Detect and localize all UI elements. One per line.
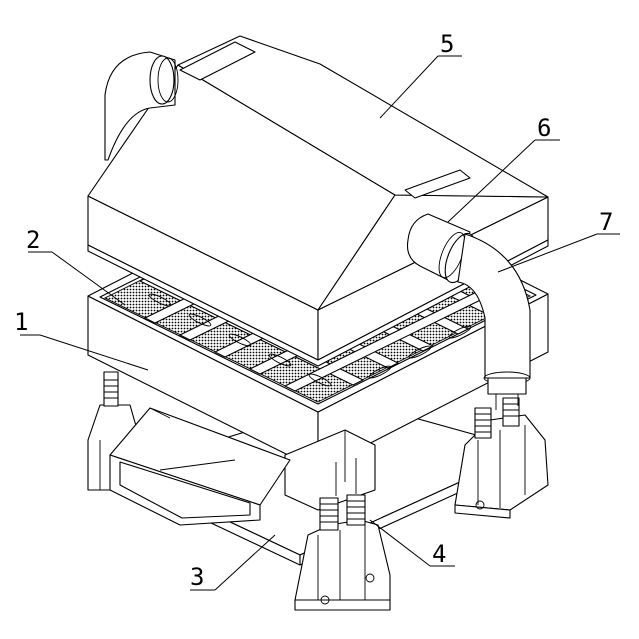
rear-duct xyxy=(104,51,179,161)
callout-5: 5 xyxy=(379,30,462,119)
callout-label-4: 4 xyxy=(432,540,446,568)
callout-label-1: 1 xyxy=(14,308,28,336)
discharge-chute xyxy=(109,407,291,526)
callout-6: 6 xyxy=(447,114,560,223)
callout-7: 7 xyxy=(497,208,620,273)
spring-right xyxy=(474,397,520,439)
callout-label-6: 6 xyxy=(537,114,551,142)
callout-label-2: 2 xyxy=(26,226,40,254)
spring-front xyxy=(319,494,366,531)
callout-3: 3 xyxy=(190,534,276,591)
callout-2: 2 xyxy=(26,226,126,306)
elbow-pipe xyxy=(457,233,531,410)
callout-label-7: 7 xyxy=(599,208,613,236)
callout-label-5: 5 xyxy=(440,30,454,58)
support-leg-front xyxy=(294,458,391,611)
support-leg-right xyxy=(454,397,549,519)
callout-4: 4 xyxy=(369,519,455,568)
callout-1: 1 xyxy=(14,308,149,371)
callout-label-3: 3 xyxy=(190,563,204,591)
